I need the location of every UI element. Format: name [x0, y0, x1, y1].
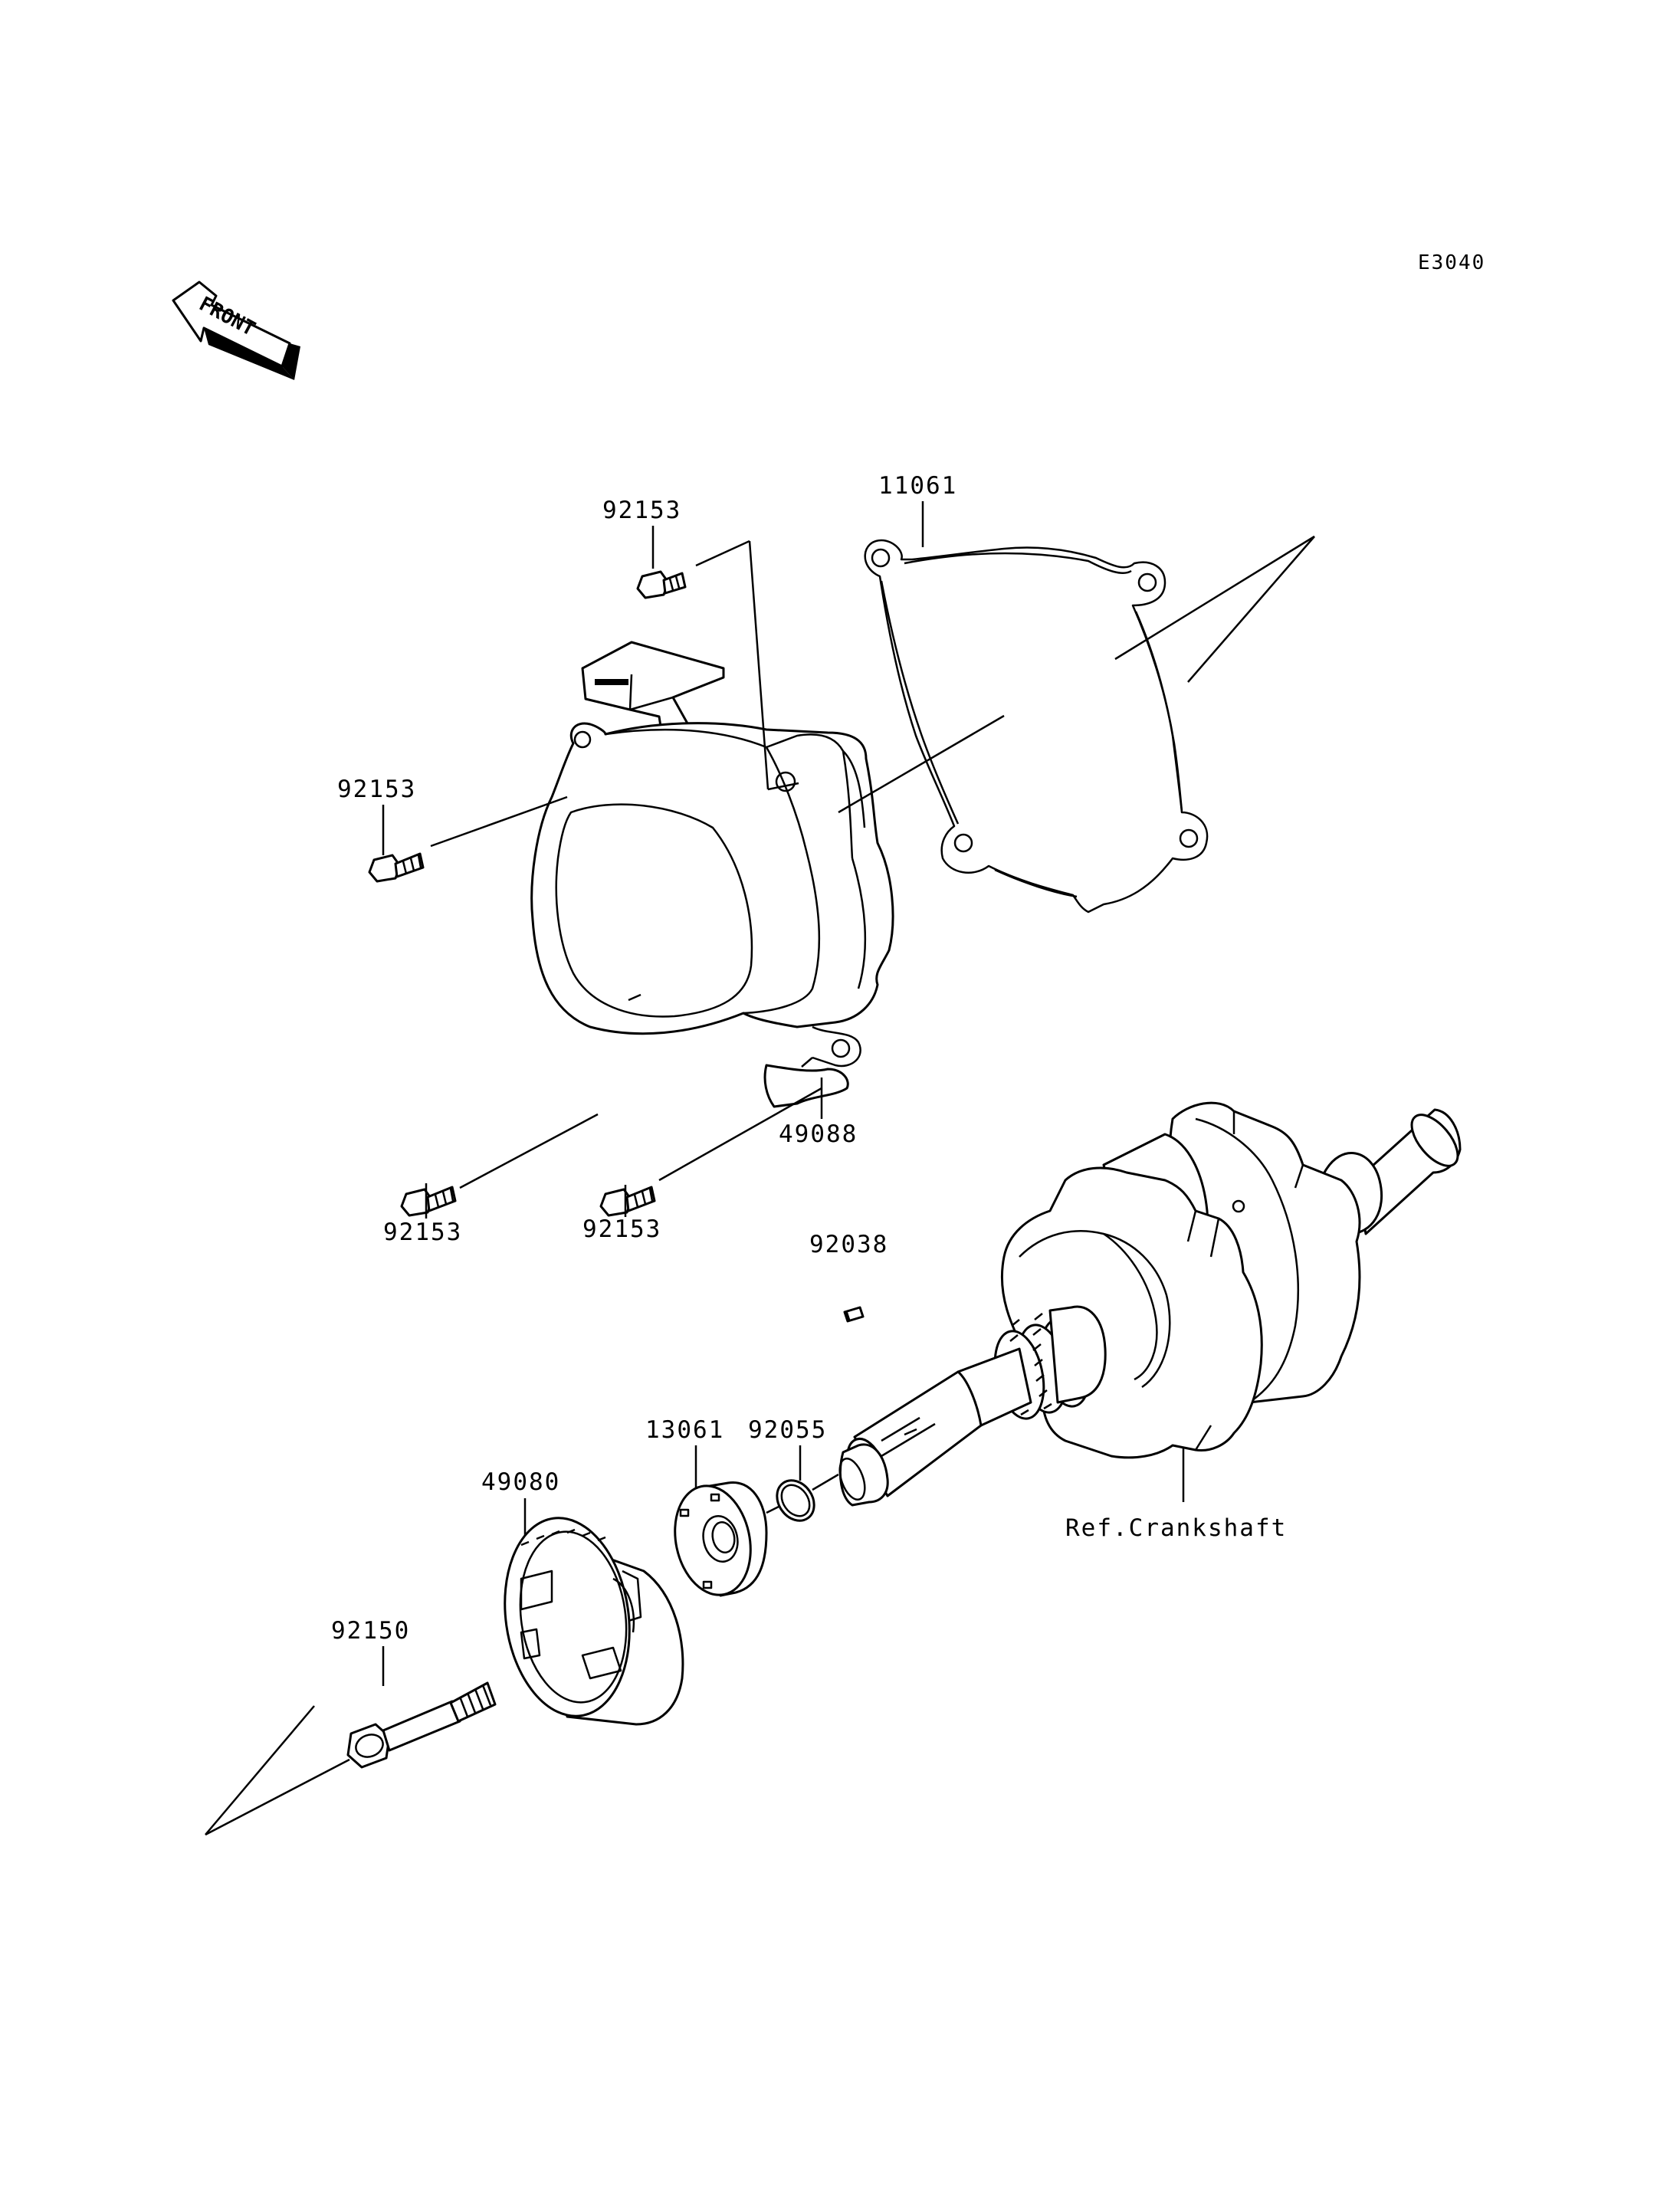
- label-leaders: [382, 501, 1185, 1686]
- oring-92055: [776, 1479, 815, 1522]
- label-92038: 92038: [809, 1231, 888, 1258]
- bolt-92153-bottom-mid: [599, 1186, 656, 1217]
- label-ref-crankshaft: Ref.Crankshaft: [1065, 1514, 1287, 1542]
- label-49088: 49088: [779, 1120, 858, 1148]
- reference-lines-upper: [430, 535, 1315, 1189]
- reference-lines-lower: [205, 1473, 839, 1836]
- pulley-49080: [504, 1517, 684, 1726]
- label-92150: 92150: [331, 1617, 410, 1645]
- diagram-code: E3040: [1418, 251, 1485, 274]
- label-11061: 11061: [878, 472, 957, 500]
- hub-13061: [674, 1481, 768, 1597]
- label-92153-left: 92153: [337, 776, 416, 803]
- label-92055: 92055: [748, 1416, 827, 1444]
- bolt-92150: [346, 1681, 497, 1769]
- part-labels: 92153 11061 92153 92153 92153 49088 9203…: [331, 472, 1287, 1645]
- bolt-92153-top: [636, 570, 687, 599]
- label-92153-top: 92153: [602, 497, 681, 524]
- label-49080: 49080: [481, 1468, 560, 1496]
- label-13061: 13061: [645, 1416, 724, 1444]
- recoil-starter-49088: [530, 641, 894, 1108]
- bolt-92153-left: [368, 852, 425, 883]
- gasket-11061: [864, 539, 1209, 914]
- key-92038: [843, 1306, 865, 1323]
- front-arrow-icon: FRONT: [172, 280, 300, 380]
- crankshaft-ref: [838, 1101, 1462, 1507]
- bolt-92153-bottom-left: [400, 1186, 457, 1217]
- label-92153-bottom-mid: 92153: [582, 1215, 661, 1243]
- label-92153-bottom-left: 92153: [383, 1219, 462, 1246]
